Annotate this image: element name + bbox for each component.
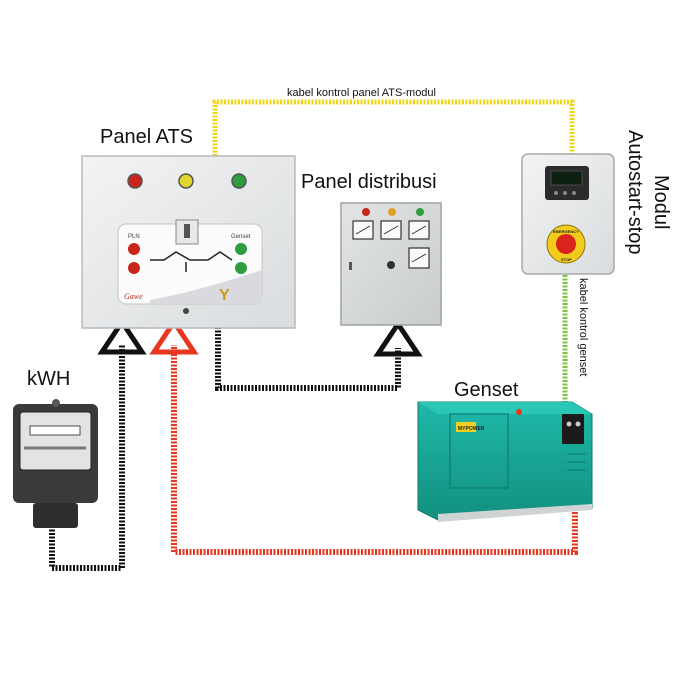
label-panel-ats: Panel ATS xyxy=(100,126,194,148)
genset xyxy=(417,401,593,522)
kwh-meter xyxy=(13,399,98,528)
label-kwh: kWH xyxy=(27,368,71,390)
ats-panel xyxy=(81,155,296,329)
label-modul: Modul xyxy=(650,175,672,230)
cable-ats-modul xyxy=(212,99,575,163)
emergency-sub-label: STOP xyxy=(561,257,572,262)
ats-genset-label: Genset xyxy=(231,234,251,240)
cable-genset-ats xyxy=(149,317,578,555)
label-autostart-stop: Autostart-stop xyxy=(624,130,646,255)
genset-brand-label: MYPOWER xyxy=(458,426,485,432)
label-cable-ats-modul: kabel kontrol panel ATS-modul xyxy=(287,87,436,99)
cable-kwh-ats xyxy=(49,317,147,571)
autostart-module xyxy=(521,153,615,275)
distribution-panel xyxy=(340,202,442,326)
ats-brand-label: Gawe xyxy=(124,292,143,301)
ats-pln-label: PLN xyxy=(128,234,140,240)
emergency-label: EMERGENCY xyxy=(553,229,579,234)
cable-ats-distribusi xyxy=(215,319,423,391)
label-genset: Genset xyxy=(454,379,519,401)
svg-text:Y: Y xyxy=(219,287,230,304)
label-panel-distribusi: Panel distribusi xyxy=(301,171,437,193)
label-cable-genset: kabel kontrol genset xyxy=(577,278,589,377)
